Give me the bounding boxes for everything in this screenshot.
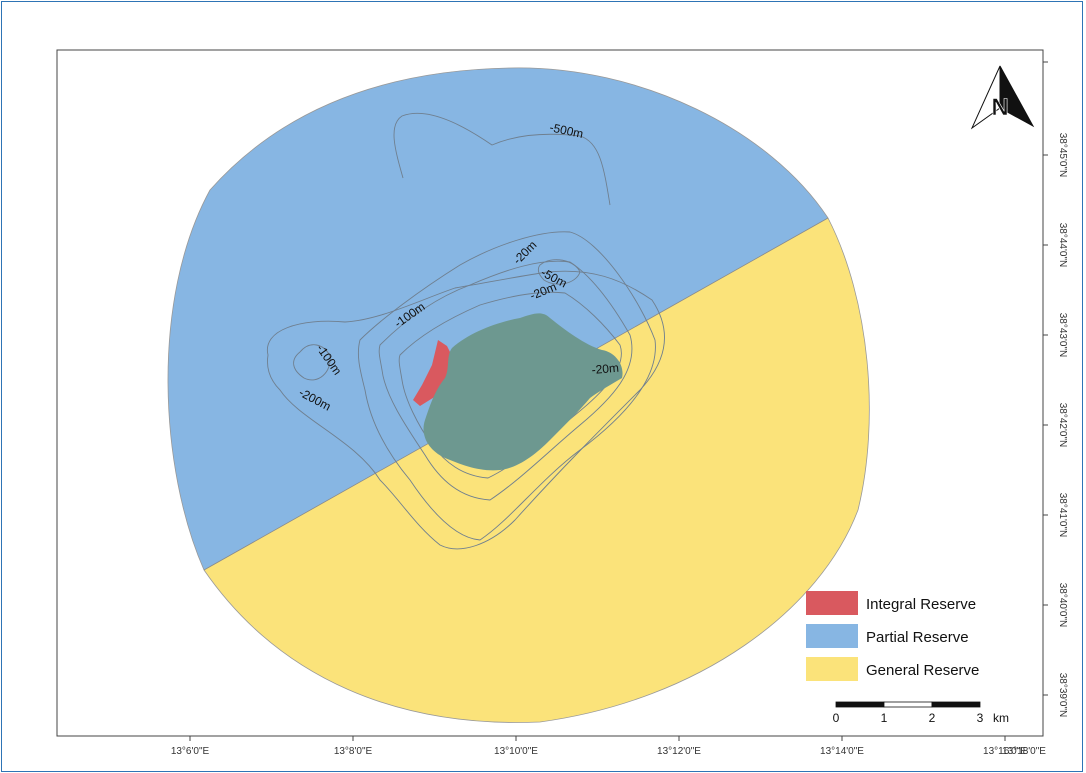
contour-200-west [293, 344, 331, 381]
island [423, 313, 623, 471]
longitude-tick-label: 13°10'0"E [494, 746, 538, 757]
latitude-tick-label: 38°45'0"N [1057, 133, 1068, 178]
longitude-tick-label: 13°12'0"E [657, 746, 701, 757]
latitude-axis: 38°45'0"N 38°44'0"N 38°43'0"N 38°42'0"N … [1043, 61, 1068, 718]
legend-label: General Reserve [866, 662, 979, 679]
contour-20 [398, 291, 622, 479]
legend-label: Partial Reserve [866, 629, 969, 646]
scale-unit-label: km [993, 711, 1009, 725]
longitude-tick-label: 13°8'0"E [334, 746, 373, 757]
latitude-tick-label: 38°44'0"N [1057, 223, 1068, 268]
legend-swatch-partial [806, 624, 858, 648]
scale-bar: 0 1 2 3 km [833, 701, 1009, 725]
latitude-tick-label: 38°39'0"N [1057, 673, 1068, 718]
north-arrow-icon: N [970, 65, 1035, 130]
longitude-tick-label: 13°14'0"E [820, 746, 864, 757]
legend-swatch-integral [806, 591, 858, 615]
contour-200 [266, 270, 665, 550]
longitude-tick-label: 13°18'0"E [1002, 746, 1046, 757]
contour-100 [357, 231, 656, 541]
contour-label: -20m [591, 361, 619, 377]
latitude-tick-label: 38°43'0"N [1057, 313, 1068, 358]
latitude-tick-label: 38°41'0"N [1057, 493, 1068, 538]
scale-tick-label: 0 [833, 711, 840, 725]
latitude-tick-label: 38°40'0"N [1057, 583, 1068, 628]
legend-swatch-general [806, 657, 858, 681]
contour-50 [378, 260, 633, 501]
legend-label: Integral Reserve [866, 596, 976, 613]
latitude-tick-label: 38°42'0"N [1057, 403, 1068, 448]
contour-500 [393, 112, 611, 206]
contour-label: -500m [548, 120, 584, 141]
legend: Integral Reserve Partial Reserve General… [806, 591, 979, 681]
scale-tick-label: 3 [977, 711, 984, 725]
longitude-tick-label: 13°16'0"E [983, 746, 1027, 757]
integral-reserve-area [413, 340, 458, 406]
longitude-tick-label: 13°6'0"E [171, 746, 210, 757]
scale-tick-label: 2 [929, 711, 936, 725]
longitude-axis: 13°6'0"E 13°8'0"E 13°10'0"E 13°12'0"E 13… [171, 736, 1046, 757]
contour-20-north [537, 259, 581, 285]
north-arrow-label: N [991, 94, 1008, 121]
scale-tick-label: 1 [881, 711, 888, 725]
